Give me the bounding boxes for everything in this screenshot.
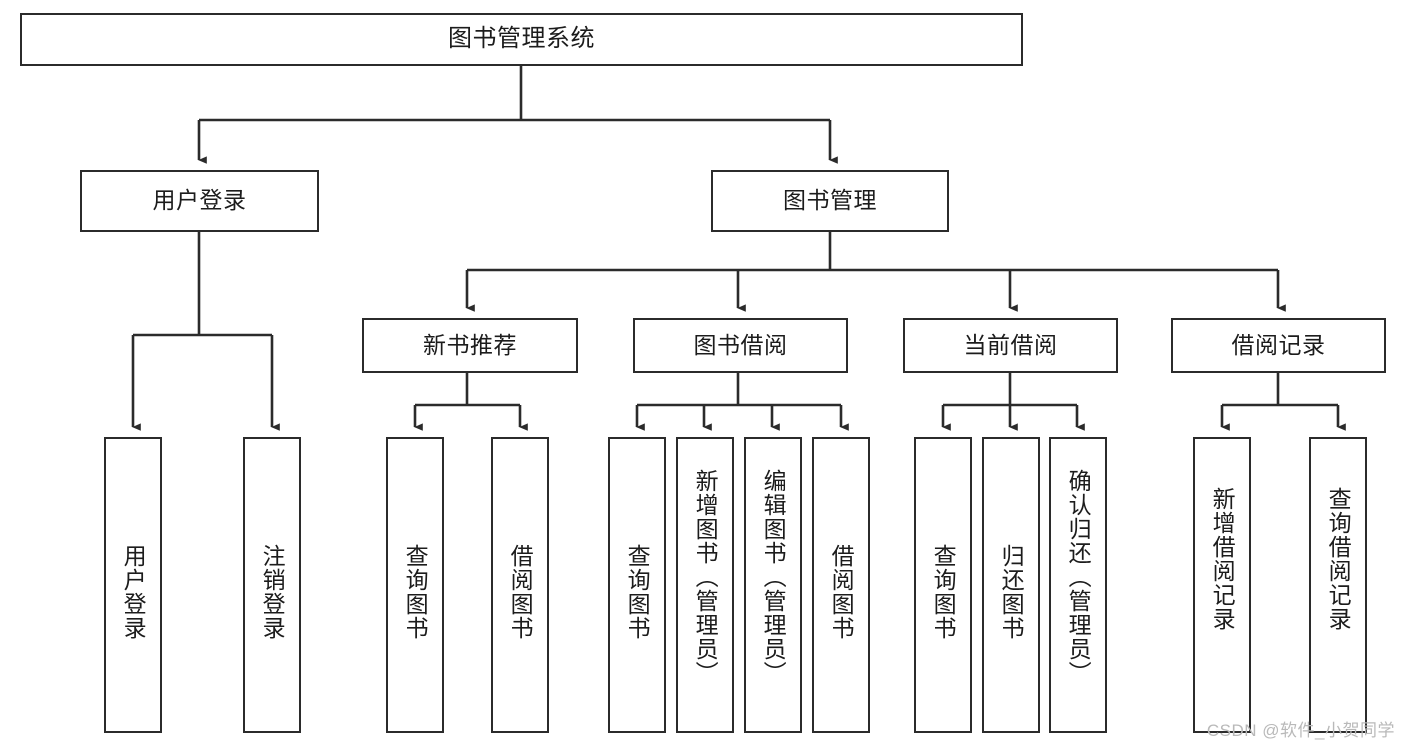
- edges-bookborrow-to-leaves: [635, 373, 849, 431]
- leaf-current-borrow-return-book[interactable]: 归还图书: [982, 437, 1040, 733]
- leaf-user-login-login[interactable]: 用户登录: [104, 437, 162, 733]
- node-label: 借阅图书: [507, 544, 534, 640]
- node-label: 新书推荐: [423, 331, 517, 358]
- node-label: 图书管理系统: [448, 25, 595, 53]
- node-label: 查询图书: [930, 544, 957, 640]
- node-label: 确认归还（管理员）: [1065, 469, 1092, 685]
- edges-currentborrow-to-leaves: [941, 373, 1085, 431]
- node-label: 当前借阅: [963, 331, 1058, 358]
- edges-root-to-level2: [197, 66, 838, 164]
- node-label: 用户登录: [120, 544, 147, 640]
- node-label: 新增借阅记录: [1209, 487, 1236, 631]
- leaf-user-login-logout[interactable]: 注销登录: [243, 437, 301, 733]
- node-book-management[interactable]: 图书管理: [711, 170, 949, 232]
- edges-bookmgmt-to-level3: [465, 232, 1286, 312]
- node-root-book-management-system[interactable]: 图书管理系统: [20, 13, 1023, 66]
- leaf-new-book-borrow-book[interactable]: 借阅图书: [491, 437, 549, 733]
- node-label: 查询借阅记录: [1325, 487, 1352, 631]
- edges-newbook-to-leaves: [413, 373, 528, 431]
- leaf-book-borrow-add-book-admin[interactable]: 新增图书（管理员）: [676, 437, 734, 733]
- node-current-borrow[interactable]: 当前借阅: [903, 318, 1118, 373]
- leaf-current-borrow-query-book[interactable]: 查询图书: [914, 437, 972, 733]
- leaf-current-borrow-confirm-return-admin[interactable]: 确认归还（管理员）: [1049, 437, 1107, 733]
- node-label: 图书管理: [783, 187, 877, 214]
- leaf-borrow-record-query-record[interactable]: 查询借阅记录: [1309, 437, 1367, 733]
- node-label: 图书借阅: [693, 331, 788, 358]
- node-label: 新增图书（管理员）: [692, 469, 719, 685]
- node-new-book-recommend[interactable]: 新书推荐: [362, 318, 578, 373]
- node-label: 用户登录: [152, 187, 247, 214]
- node-label: 归还图书: [998, 544, 1025, 640]
- node-borrow-record[interactable]: 借阅记录: [1171, 318, 1386, 373]
- csdn-watermark: CSDN @软件_小贺同学: [1206, 721, 1395, 740]
- edges-userlogin-to-leaves: [131, 232, 280, 431]
- node-label: 查询图书: [402, 544, 429, 640]
- node-label: 借阅记录: [1231, 331, 1326, 358]
- node-label: 编辑图书（管理员）: [760, 469, 787, 685]
- leaf-borrow-record-add-record[interactable]: 新增借阅记录: [1193, 437, 1251, 733]
- leaf-book-borrow-query-book[interactable]: 查询图书: [608, 437, 666, 733]
- node-book-borrow[interactable]: 图书借阅: [633, 318, 848, 373]
- leaf-book-borrow-borrow-book[interactable]: 借阅图书: [812, 437, 870, 733]
- leaf-book-borrow-edit-book-admin[interactable]: 编辑图书（管理员）: [744, 437, 802, 733]
- node-label: 借阅图书: [828, 544, 855, 640]
- edges-borrowrecord-to-leaves: [1220, 373, 1346, 431]
- node-user-login[interactable]: 用户登录: [80, 170, 319, 232]
- node-label: 注销登录: [259, 544, 286, 640]
- leaf-new-book-query-book[interactable]: 查询图书: [386, 437, 444, 733]
- node-label: 查询图书: [624, 544, 651, 640]
